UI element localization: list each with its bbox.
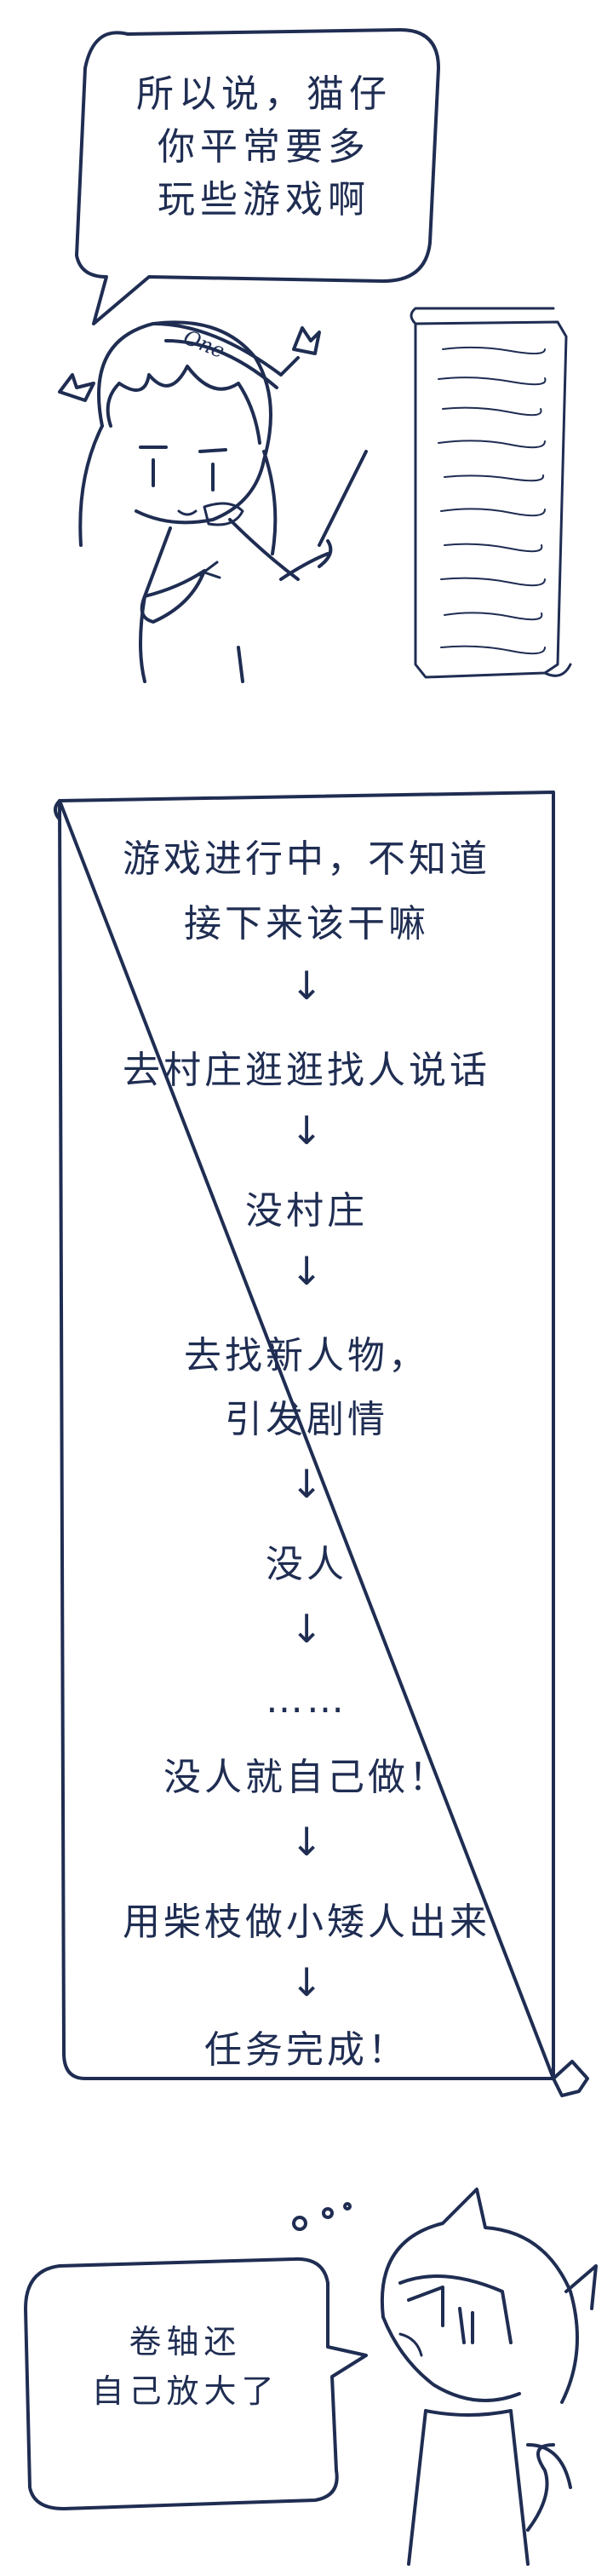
scroll-line: 任务完成！ [204,2028,409,2072]
panel-1-drawing [58,28,572,683]
cat-boy-character [380,2188,598,2566]
scroll-line: 没人就自己做！ [163,1756,450,1799]
down-arrow-icon: ↓ [289,1248,324,1294]
speech-bubble-top [75,28,440,325]
panel-3-drawing [24,2188,598,2566]
scroll-line: 用柴枝做小矮人出来 [123,1900,490,1944]
comic-panel-2: 游戏进行中，不知道 接下来该干嘛 ↓ 去村庄逛逛找人说话 ↓ 没村庄 ↓ 去找新… [0,767,613,2113]
speech-bubble-bottom-text: 卷轴还 自己放大了 [38,2317,332,2416]
down-arrow-icon: ↓ [289,1461,324,1507]
scroll-list-small [410,307,572,679]
speech-bubble-top-text: 所以说，猫仔 你平常要多 玩些游戏啊 [94,68,434,227]
scroll-line: 引发剧情 [225,1398,388,1441]
comic-panel-3: 卷轴还 自己放大了 [0,2164,613,2576]
down-arrow-icon: ↓ [289,1819,324,1865]
ellipsis: …… [266,1678,347,1722]
big-scroll-outline [58,791,589,2097]
girl-character [58,320,368,683]
scroll-line: 去找新人物， [184,1334,429,1377]
speech-line: 玩些游戏啊 [158,178,370,221]
speech-line: 卷轴还 [129,2323,242,2360]
down-arrow-icon: ↓ [289,1606,324,1652]
scroll-line: 没村庄 [245,1189,368,1233]
scroll-line: 没人 [266,1543,347,1586]
down-arrow-icon: ↓ [289,1107,324,1153]
scroll-line: 去村庄逛逛找人说话 [123,1049,490,1092]
down-arrow-icon: ↓ [289,1959,324,2005]
speech-line: 你平常要多 [158,125,370,169]
scroll-line: 接下来该干嘛 [184,902,429,946]
comic-panel-1: 所以说，猫仔 你平常要多 玩些游戏啊 One [0,0,613,733]
speech-line: 所以说，猫仔 [136,72,392,116]
scroll-line: 游戏进行中，不知道 [123,837,490,881]
down-arrow-icon: ↓ [289,963,324,1009]
speech-bubble-bottom [24,2257,368,2510]
big-scroll-drawing [54,791,589,2097]
speech-line: 自己放大了 [91,2372,279,2410]
